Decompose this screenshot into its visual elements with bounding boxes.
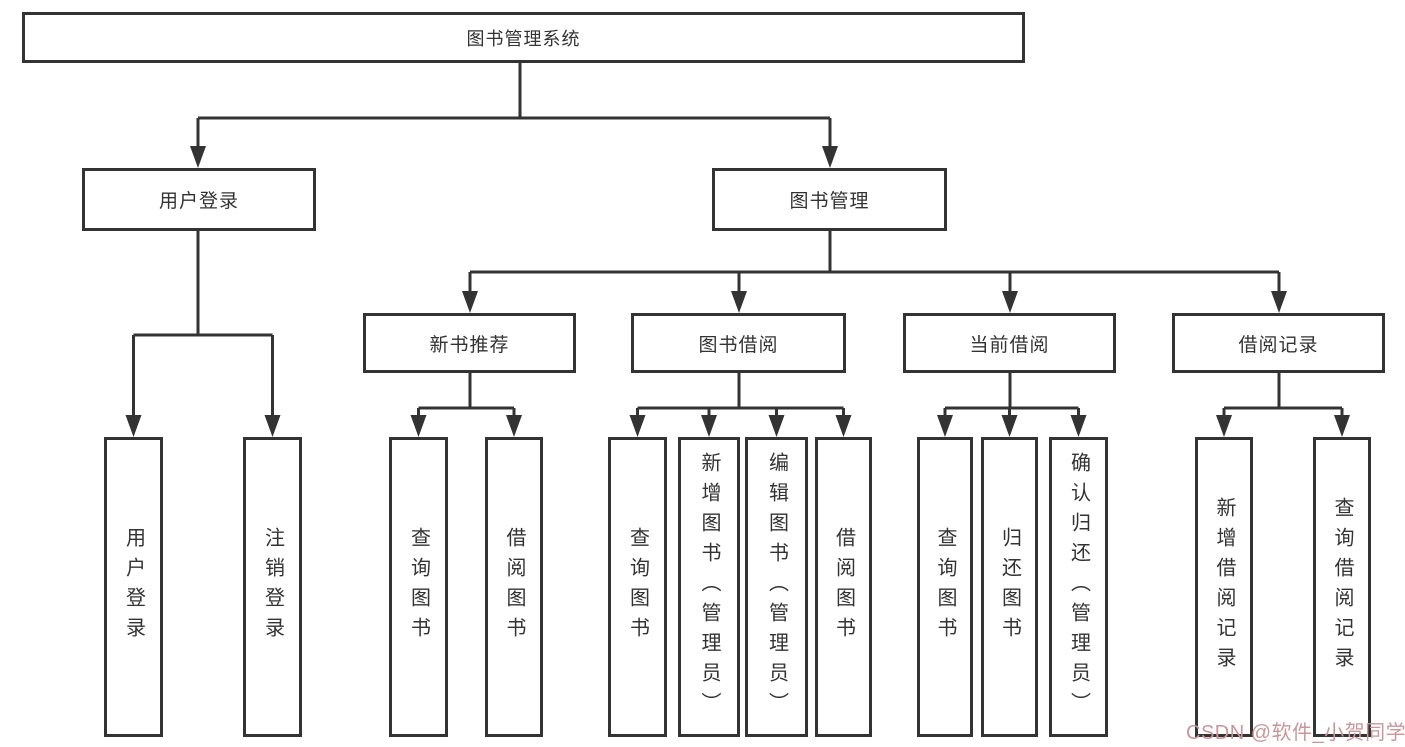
node-borrowing-edit-books-admin-label: 编辑图书（管理员） (765, 452, 788, 722)
node-records-query-record: 查询借阅记录 (1313, 437, 1371, 737)
node-new-book-recommend: 新书推荐 (363, 313, 576, 373)
node-current-borrowing: 当前借阅 (903, 313, 1116, 373)
node-user-login: 用户登录 (82, 168, 316, 231)
node-book-management: 图书管理 (712, 168, 947, 231)
node-records-add-record: 新增借阅记录 (1195, 437, 1253, 737)
node-user-login-label: 用户登录 (158, 191, 239, 212)
node-borrowing-query-books-label: 查询图书 (626, 527, 649, 647)
node-recommend-query-books: 查询图书 (389, 437, 448, 737)
node-recommend-query-books-label: 查询图书 (407, 527, 430, 647)
node-recommend-borrow-books-label: 借阅图书 (503, 527, 525, 647)
node-records-add-record-label: 新增借阅记录 (1213, 497, 1235, 677)
node-book-management-label: 图书管理 (789, 191, 870, 212)
node-book-borrowing-label: 图书借阅 (698, 334, 779, 356)
node-current-query-books-label: 查询图书 (934, 527, 956, 647)
node-root: 图书管理系统 (22, 12, 1025, 63)
node-root-label: 图书管理系统 (466, 28, 581, 49)
node-book-borrowing: 图书借阅 (631, 313, 846, 373)
node-current-return-books: 归还图书 (981, 437, 1038, 737)
node-leaf-user-login: 用户登录 (104, 437, 163, 737)
node-borrowing-add-books-admin-label: 新增图书（管理员） (698, 452, 720, 722)
node-borrowing-records: 借阅记录 (1172, 313, 1385, 373)
node-current-query-books: 查询图书 (917, 437, 973, 737)
node-borrowing-query-books: 查询图书 (608, 437, 667, 737)
node-current-return-books-label: 归还图书 (998, 527, 1021, 647)
node-leaf-logout: 注销登录 (243, 437, 302, 737)
watermark: CSDN @软件_小贺同学 (1186, 722, 1405, 744)
node-leaf-user-login-label: 用户登录 (122, 527, 145, 647)
node-borrowing-borrow-books-label: 借阅图书 (832, 527, 855, 647)
node-borrowing-records-label: 借阅记录 (1238, 334, 1319, 356)
node-records-query-record-label: 查询借阅记录 (1331, 497, 1353, 677)
node-borrowing-edit-books-admin: 编辑图书（管理员） (745, 437, 808, 737)
node-new-book-recommend-label: 新书推荐 (429, 334, 510, 356)
node-recommend-borrow-books: 借阅图书 (485, 437, 543, 737)
node-borrowing-add-books-admin: 新增图书（管理员） (678, 437, 740, 737)
node-current-borrowing-label: 当前借阅 (969, 334, 1050, 356)
node-current-confirm-return-admin-label: 确认归还（管理员） (1067, 452, 1090, 722)
node-current-confirm-return-admin: 确认归还（管理员） (1049, 437, 1108, 737)
node-borrowing-borrow-books: 借阅图书 (815, 437, 872, 737)
node-leaf-logout-label: 注销登录 (261, 527, 284, 647)
